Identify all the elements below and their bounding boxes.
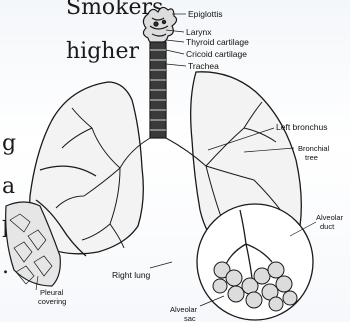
- label-cricoid-cartilage: Cricoid cartilage: [186, 49, 247, 59]
- label-trachea: Trachea: [188, 61, 219, 71]
- larynx-illustration: [143, 7, 176, 43]
- label-pleural-covering-line2: covering: [38, 297, 66, 306]
- label-alveolar-duct-line1: Alveolar: [316, 213, 344, 222]
- label-alveolar-sac-line1: Alveolar: [170, 305, 198, 314]
- label-alveolar-sac-line2: sac: [184, 314, 196, 322]
- label-right-lung: Right lung: [112, 270, 151, 280]
- label-pleural-covering-line1: Pleural: [40, 288, 64, 297]
- label-larynx: Larynx: [186, 27, 212, 37]
- label-left-bronchus: Left bronchus: [276, 122, 328, 132]
- alveoli-magnified-illustration: [197, 204, 313, 320]
- label-bronchial-tree-line1: Bronchial: [298, 144, 330, 153]
- label-alveolar-duct-line2: duct: [320, 222, 335, 231]
- label-epiglottis: Epiglottis: [188, 9, 223, 19]
- label-bronchial-tree-line2: tree: [305, 153, 318, 162]
- label-thyroid-cartilage: Thyroid cartilage: [186, 37, 249, 47]
- trachea-illustration: [150, 42, 166, 138]
